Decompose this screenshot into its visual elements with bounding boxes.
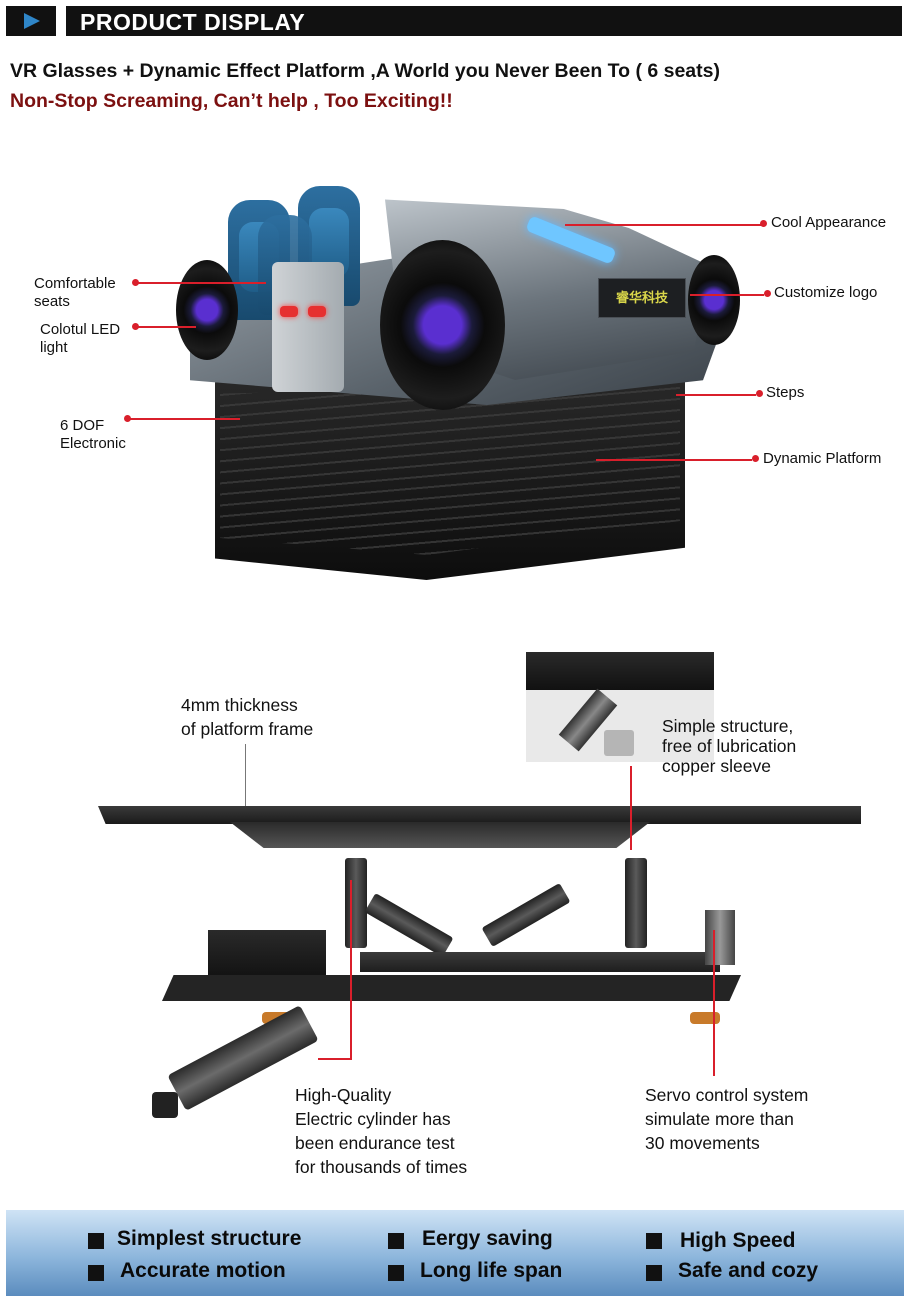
note-line [318, 1058, 352, 1060]
callout-dot [132, 279, 139, 286]
actuator [345, 858, 367, 948]
bullet-square-icon [646, 1233, 662, 1249]
controller-box [208, 930, 326, 980]
platform-frame [98, 806, 861, 824]
section-header-bar [66, 6, 902, 36]
note-line [245, 744, 246, 806]
feature-item: High Speed [680, 1229, 796, 1252]
callout-line [596, 459, 752, 461]
note-line [350, 880, 352, 1060]
callout-dot [764, 290, 771, 297]
callout-steps: Steps [766, 384, 805, 401]
custom-logo-plate: 睿华科技 [598, 278, 686, 318]
led-wheel [380, 240, 505, 410]
section-title: PRODUCT DISPLAY [80, 9, 306, 35]
leveling-foot [690, 1012, 720, 1024]
callout-dot [124, 415, 131, 422]
play-arrow-icon [6, 6, 56, 36]
callout-line [136, 326, 196, 328]
bullet-square-icon [88, 1233, 104, 1249]
callout-cool-appearance: Cool Appearance [771, 214, 887, 231]
callout-line [128, 418, 240, 420]
callout-dot [760, 220, 767, 227]
feature-item: Long life span [420, 1259, 563, 1282]
frame-crossbeam [230, 822, 650, 848]
actuator [625, 858, 647, 948]
feature-item: Safe and cozy [678, 1259, 819, 1282]
callout-dynamic-platform: Dynamic Platform [763, 450, 882, 467]
callout-dot [756, 390, 763, 397]
note-line [713, 930, 715, 1076]
headline: VR Glasses + Dynamic Effect Platform ,A … [10, 60, 720, 82]
cylinder-motor [152, 1092, 178, 1118]
callout-line [565, 224, 761, 226]
servo-drive [705, 910, 735, 965]
bullet-square-icon [646, 1265, 662, 1281]
feature-banner [6, 1210, 904, 1296]
side-wheel-right [688, 255, 740, 345]
feature-item: Accurate motion [120, 1259, 286, 1282]
callout-line [136, 282, 266, 284]
actuator [481, 882, 571, 948]
bullet-square-icon [388, 1265, 404, 1281]
side-wheel-left [176, 260, 238, 360]
control-box [272, 262, 344, 392]
feature-item: Simplest structure [117, 1227, 302, 1250]
callout-dot [752, 455, 759, 462]
bullet-square-icon [88, 1265, 104, 1281]
joint-bracket [604, 730, 634, 756]
subheadline: Non-Stop Screaming, Can’t help , Too Exc… [10, 90, 453, 112]
feature-item: Eergy saving [422, 1227, 553, 1250]
bullet-square-icon [388, 1233, 404, 1249]
callout-dot [132, 323, 139, 330]
joint-closeup-beam [526, 652, 714, 690]
note-line [630, 766, 632, 850]
actuator [364, 892, 454, 958]
platform-ribs [220, 385, 680, 555]
base-rail [360, 952, 720, 972]
callout-line [690, 294, 764, 296]
callout-customize-logo: Customize logo [774, 284, 878, 301]
callout-line [676, 394, 756, 396]
base-plate [162, 975, 741, 1001]
